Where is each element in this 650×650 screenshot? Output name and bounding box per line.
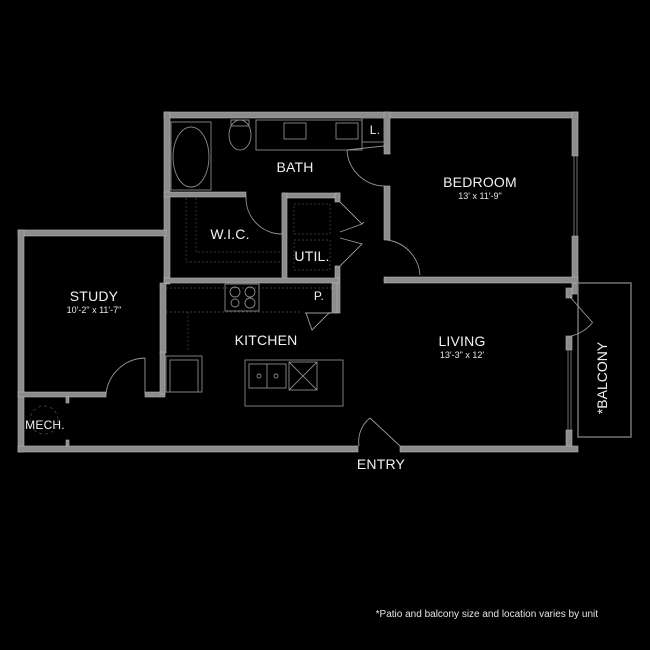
room-label-kitchen: KITCHEN (234, 332, 298, 348)
room-label-util: UTIL. (294, 248, 330, 264)
footnote: *Patio and balcony size and location var… (375, 609, 598, 620)
room-dimensions-study: 10'-2" x 11'-7" (66, 305, 122, 315)
bath-fixtures (170, 117, 386, 191)
entry-label: ENTRY (356, 456, 406, 472)
balcony-door (570, 297, 594, 337)
room-label-study: STUDY (69, 288, 119, 304)
room-label-linen: L. (369, 123, 381, 137)
entry-door[interactable] (358, 417, 401, 447)
windows (567, 156, 578, 430)
room-label-bath: BATH (276, 159, 314, 175)
room-label-balcony: *BALCONY (594, 341, 610, 415)
study-door (105, 357, 146, 396)
room-label-bedroom: BEDROOM (443, 174, 517, 190)
balcony-outline (577, 282, 632, 438)
util-fixtures (293, 201, 421, 276)
mech-fixture (29, 405, 59, 435)
room-dimensions-bedroom: 13' x 11'-9" (458, 191, 502, 201)
room-label-mech: MECH. (25, 418, 65, 432)
room-dimensions-living: 13'-3" x 12' (439, 350, 485, 360)
room-label-pantry: P. (313, 289, 325, 303)
room-label-wic: W.I.C. (210, 226, 250, 242)
kitchen-fixtures (165, 282, 344, 407)
wic-fixtures (185, 196, 283, 263)
walls (17, 111, 579, 453)
room-label-living: LIVING (438, 333, 486, 349)
